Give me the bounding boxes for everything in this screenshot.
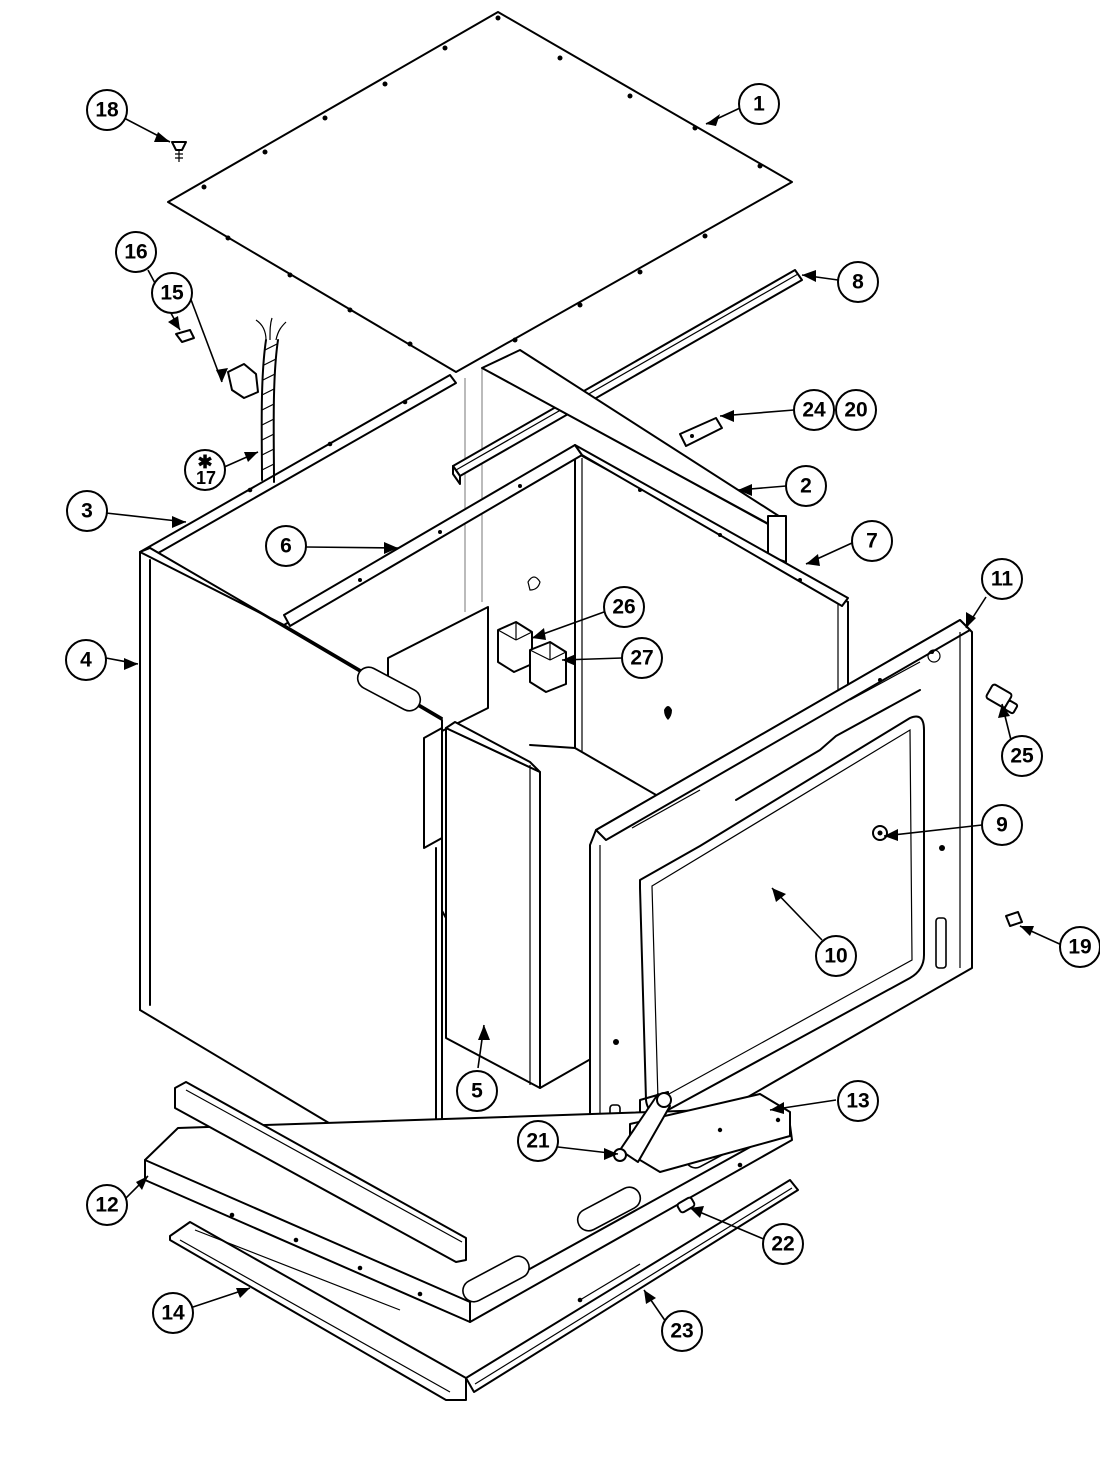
- svg-text:20: 20: [844, 399, 867, 422]
- right-top-strip: [481, 349, 786, 561]
- svg-text:10: 10: [824, 945, 847, 968]
- switch-26: [497, 576, 541, 673]
- leader-arrowheads: [124, 114, 1034, 1304]
- callout-25: 25: [1001, 735, 1043, 777]
- callout-16: 16: [115, 231, 157, 273]
- svg-text:27: 27: [630, 647, 653, 670]
- switch-25: [985, 683, 1019, 715]
- callout-5: 5: [456, 1070, 498, 1112]
- divider-panel: [445, 721, 541, 1089]
- cord-clamp-15: [227, 363, 259, 399]
- front-base-rail: [174, 1081, 467, 1263]
- svg-text:25: 25: [1010, 745, 1034, 768]
- lower-right-rail: [465, 1179, 799, 1393]
- callout-2: 2: [785, 465, 827, 507]
- callouts: 1 2 3 4 5 6 7 8 9 10 11 12 13 14 15 16 ✱…: [65, 83, 1100, 1352]
- callout-7: 7: [851, 520, 893, 562]
- back-top-strip: [283, 444, 849, 627]
- top-panel: [167, 11, 793, 373]
- callout-24: 24: [793, 389, 835, 431]
- svg-text:13: 13: [846, 1090, 869, 1113]
- svg-text:24: 24: [802, 399, 826, 422]
- callout-17: ✱ 17: [184, 449, 226, 491]
- svg-text:2: 2: [800, 475, 812, 498]
- callout-11: 11: [981, 558, 1023, 600]
- svg-text:8: 8: [852, 271, 864, 294]
- hinge: [613, 1092, 672, 1163]
- svg-text:9: 9: [996, 814, 1008, 837]
- callout-4: 4: [65, 639, 107, 681]
- svg-text:23: 23: [670, 1320, 693, 1343]
- svg-text:22: 22: [771, 1233, 794, 1256]
- svg-text:15: 15: [160, 282, 184, 305]
- callout-14: 14: [152, 1292, 194, 1334]
- svg-text:✱: ✱: [197, 452, 212, 472]
- svg-text:7: 7: [866, 530, 878, 553]
- svg-text:14: 14: [161, 1302, 185, 1325]
- callout-21: 21: [517, 1120, 559, 1162]
- callout-6: 6: [265, 525, 307, 567]
- callout-18: 18: [86, 89, 128, 131]
- callout-15: 15: [151, 272, 193, 314]
- svg-text:19: 19: [1068, 936, 1091, 959]
- callout-13: 13: [837, 1080, 879, 1122]
- front-frame: [589, 619, 973, 1183]
- callout-8: 8: [837, 261, 879, 303]
- bushing: [872, 825, 888, 841]
- svg-text:6: 6: [280, 535, 292, 558]
- rear-rail: [452, 269, 803, 485]
- clip-16: [175, 329, 195, 343]
- callout-22: 22: [762, 1223, 804, 1265]
- callout-3: 3: [66, 490, 108, 532]
- bracket-24: [679, 417, 723, 447]
- callout-10: 10: [815, 935, 857, 977]
- callout-27: 27: [621, 637, 663, 679]
- screw-18: [171, 141, 187, 162]
- switch-27: [529, 641, 567, 693]
- callout-12: 12: [86, 1184, 128, 1226]
- svg-text:4: 4: [80, 649, 92, 672]
- callout-26: 26: [603, 586, 645, 628]
- left-side-panel: [139, 547, 443, 1188]
- callout-1: 1: [738, 83, 780, 125]
- lower-front-rail: [169, 1221, 467, 1401]
- callout-23: 23: [661, 1310, 703, 1352]
- svg-text:18: 18: [95, 99, 119, 122]
- svg-text:11: 11: [991, 568, 1014, 591]
- svg-text:1: 1: [753, 93, 765, 116]
- svg-text:16: 16: [124, 241, 147, 264]
- svg-text:17: 17: [196, 468, 216, 488]
- svg-text:21: 21: [526, 1130, 550, 1153]
- back-corner-lines: [464, 368, 483, 612]
- screw-19: [1005, 911, 1023, 927]
- callout-19: 19: [1059, 926, 1100, 968]
- power-cord: [255, 317, 287, 483]
- svg-text:5: 5: [471, 1080, 483, 1103]
- svg-text:12: 12: [95, 1194, 118, 1217]
- svg-text:26: 26: [612, 596, 635, 619]
- callout-9: 9: [981, 804, 1023, 846]
- svg-text:3: 3: [81, 500, 93, 523]
- callout-20: 20: [835, 389, 877, 431]
- pin: [676, 1196, 696, 1214]
